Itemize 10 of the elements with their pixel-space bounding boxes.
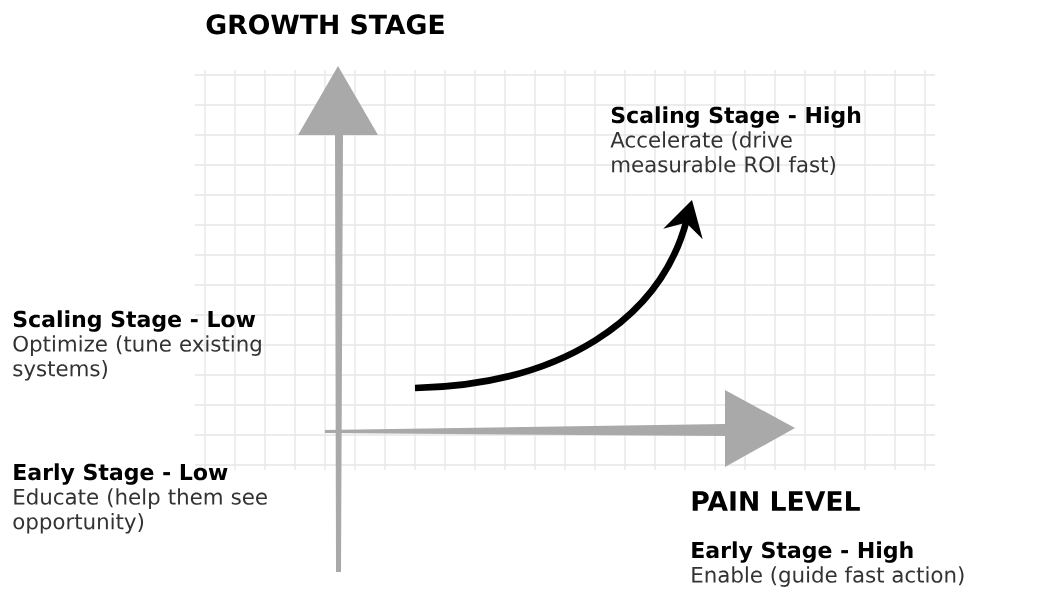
quadrant-heading: Early Stage - High — [692, 541, 913, 563]
quadrant-description: Enable (guide fast action) — [692, 566, 964, 587]
quadrant-description: Educate (help them see opportunity) — [13, 488, 267, 534]
quadrant-heading: Early Stage - Low — [14, 463, 228, 485]
axis-title: PAIN LEVEL — [692, 491, 860, 511]
quadrant-description: Accelerate (drive measurable ROI fast) — [610, 131, 835, 175]
axis-title: GROWTH STAGE — [206, 14, 444, 35]
quadrant-heading: Scaling Stage - High — [611, 106, 861, 128]
quadrant-heading: Scaling Stage - Low — [13, 310, 256, 332]
quadrant-description: Optimize (tune existing systems) — [13, 335, 261, 381]
